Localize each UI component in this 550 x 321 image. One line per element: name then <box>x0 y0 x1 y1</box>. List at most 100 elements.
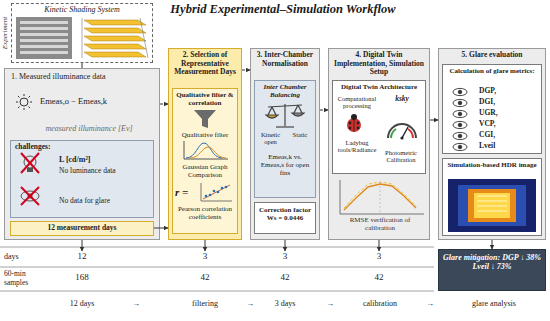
node-text-wrap: Computational processing <box>334 95 380 110</box>
node-text: 3 <box>270 251 300 261</box>
node-text: 1. Measured illuminance data <box>11 72 153 81</box>
node-text-wrap: Static <box>286 131 314 138</box>
node-text: Kinetic open <box>256 131 285 146</box>
node-text: Correction factor Ws = 0.0446 <box>256 206 314 222</box>
node-text: Computational processing <box>334 95 380 110</box>
row-header-wrap: days <box>4 252 44 261</box>
chart-caption: RMSE verification of calibration <box>334 216 426 232</box>
node-text-wrap: Photometric Calibration <box>379 149 423 164</box>
timeline-step-wrap: filtering <box>180 299 230 308</box>
node-text-wrap: Ladybug tools/Radiance <box>334 139 380 154</box>
flow-arrow <box>82 63 83 68</box>
node-text-wrap: UGR, <box>479 109 537 118</box>
timeline-arrow: → <box>422 299 438 308</box>
node-text: Glare mitigation: DGP ↓ 38% Lveil ↓ 73% <box>442 253 542 271</box>
shading-fins <box>20 21 68 54</box>
flow-arrow <box>492 240 493 249</box>
node-text-wrap: VCP, <box>479 120 537 129</box>
node-text: Lveil <box>479 142 537 151</box>
node-text: challenges: <box>15 143 85 152</box>
node-text-wrap: 3 <box>364 251 394 261</box>
node-text: 5. Glare evaluation <box>441 51 543 60</box>
diagram-title: Hybrid Experimental–Simulation Workflow <box>158 2 408 16</box>
node-text: Calculation of glare metrics: <box>445 67 539 75</box>
node-text: 12 measurement days <box>11 224 153 233</box>
node-text: Static <box>286 131 314 138</box>
node-text-wrap: Kinetic open <box>256 131 285 146</box>
node-text-wrap: Digital Twin Architecture <box>335 83 423 91</box>
timeline-arrow-wrap: → <box>422 299 438 308</box>
node-text: 2. Selection of Representative Measureme… <box>171 51 239 77</box>
node-text-wrap: DGP, <box>479 87 537 96</box>
table-cell: 3 <box>364 251 394 264</box>
timeline-step-wrap: 3 days <box>262 299 308 308</box>
node-text: VCP, <box>479 120 537 129</box>
node-text: Ladybug tools/Radiance <box>334 139 380 154</box>
row-header: 60-min samples <box>4 270 44 287</box>
table-cell: 42 <box>270 272 300 285</box>
node-text-wrap: No luminance data <box>59 167 151 176</box>
node-text-wrap: 168 <box>67 272 97 282</box>
node-text: L [cd/m²] <box>59 155 149 164</box>
formula-label: Emeas,o − Emeas,k <box>40 97 156 107</box>
method-box: Qualitative filter & correlationQualitat… <box>172 88 238 234</box>
formula-label-wrap: r = <box>175 186 197 199</box>
node-text-wrap: L [cd/m²] <box>59 155 149 164</box>
node-text: 42 <box>270 272 300 282</box>
node-text: Emeas,k vs. Emeas,s for open fins <box>256 153 314 177</box>
flow-arrow <box>160 104 168 105</box>
node-text-wrap: 5. Glare evaluation <box>441 51 543 60</box>
node-text-wrap: No data for glare <box>59 197 151 206</box>
node-text: 168 <box>67 272 97 282</box>
table-cell: 168 <box>67 272 97 285</box>
formula-label-wrap: Emeas,o − Emeas,k <box>40 97 156 107</box>
flow-arrow <box>205 240 206 251</box>
timeline-step-wrap: glare analysis <box>448 299 540 308</box>
chart-caption-wrap: RMSE verification of calibration <box>334 216 426 232</box>
timeline-arrow: → <box>242 299 258 308</box>
node-text-wrap: 12 measurement days <box>11 224 153 233</box>
flow-arrow <box>285 240 286 251</box>
timeline-step-wrap: calibration <box>350 299 410 308</box>
node-text: 42 <box>364 272 394 282</box>
node-text: No luminance data <box>59 167 151 176</box>
step-panel: 3. Inter-Chamber NormalisationInter Cham… <box>250 48 320 240</box>
node-text: Pearson correlation coefficients <box>174 205 236 221</box>
table-cell: 3 <box>190 251 220 264</box>
hdr-image <box>448 179 536 232</box>
node-text: No data for glare <box>59 197 151 206</box>
side-label: Experiment <box>1 8 9 58</box>
node-text: 42 <box>190 272 220 282</box>
timeline-step: 3 days <box>262 299 308 308</box>
node-text-wrap: Inter Chamber Balancing <box>256 83 314 99</box>
node-text: 3 <box>190 251 220 261</box>
node-text-wrap: Glare mitigation: DGP ↓ 38% Lveil ↓ 73% <box>442 253 542 271</box>
node-text: UGR, <box>479 109 537 118</box>
node-text-wrap: Correction factor Ws = 0.0446 <box>256 206 314 222</box>
fin-frame <box>82 18 148 58</box>
step-panel: 2. Selection of Representative Measureme… <box>168 48 242 240</box>
node-text-wrap: Pearson correlation coefficients <box>174 205 236 221</box>
row-header-wrap: 60-min samples <box>4 270 44 287</box>
side-label-wrap: Experiment <box>1 8 9 58</box>
node-text-wrap: 3 <box>270 251 300 261</box>
node-text: Inter Chamber Balancing <box>256 83 314 99</box>
node-text-wrap: Lveil <box>479 142 537 151</box>
node-text: Photometric Calibration <box>379 149 423 164</box>
node-text: CGI, <box>479 131 537 140</box>
node-text: 3. Inter-Chamber Normalisation <box>253 51 317 68</box>
node-text-wrap: Qualitative filter <box>174 131 236 139</box>
timeline-arrow-wrap: → <box>128 299 144 308</box>
node-text-wrap: 42 <box>270 272 300 282</box>
node-text-wrap: ksky <box>381 95 423 104</box>
node-text: 4. Digital Twin Implementation, Simulati… <box>331 51 427 77</box>
table-cell: 3 <box>270 251 300 264</box>
challenge-box: challenges: L [cd/m²] No luminance data No … <box>10 140 154 218</box>
node-text: Simulation-based HDR image <box>445 161 539 169</box>
flow-arrow <box>430 120 438 121</box>
node-text-wrap: 1. Measured illuminance data <box>11 72 153 81</box>
node-text-wrap: 3. Inter-Chamber Normalisation <box>253 51 317 68</box>
quantity-label-wrap: measured illuminance [Ev] <box>22 124 156 133</box>
timeline-arrow: → <box>128 299 144 308</box>
day-count-bar: 12 measurement days <box>10 221 154 236</box>
